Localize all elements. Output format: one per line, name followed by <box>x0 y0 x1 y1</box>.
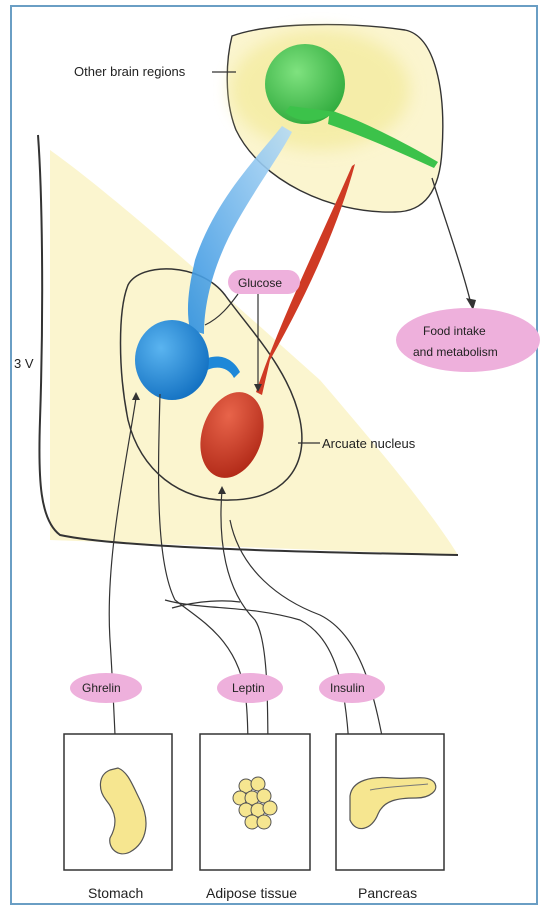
adipose-caption: Adipose tissue <box>206 885 297 901</box>
food-intake-pill <box>396 308 540 372</box>
arcuate-nucleus-label: Arcuate nucleus <box>322 436 416 451</box>
blue-neuron <box>135 320 209 400</box>
glucose-label: Glucose <box>238 276 282 290</box>
third-ventricle-label: 3 V <box>14 356 34 371</box>
insulin-label: Insulin <box>330 681 365 695</box>
pancreas-caption: Pancreas <box>358 885 417 901</box>
food-intake-arrow <box>432 178 470 300</box>
other-brain-regions-label: Other brain regions <box>74 64 186 79</box>
leptin-label: Leptin <box>232 681 265 695</box>
ghrelin-label: Ghrelin <box>82 681 121 695</box>
food-intake-line1: Food intake <box>423 324 486 338</box>
insulin-line-2 <box>230 520 388 770</box>
food-intake-line2: and metabolism <box>413 345 498 359</box>
stomach-caption: Stomach <box>88 885 143 901</box>
blue-axon <box>188 126 292 334</box>
